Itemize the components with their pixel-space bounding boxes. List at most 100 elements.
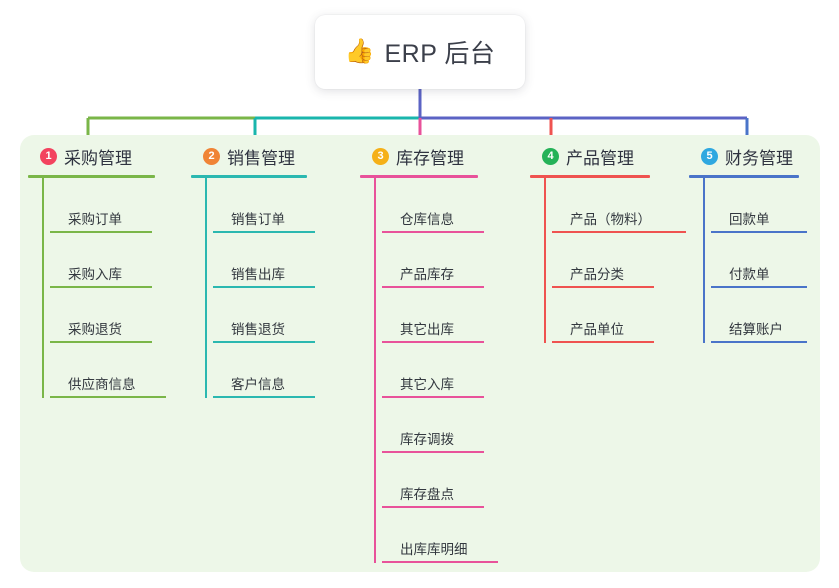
branch-item-list: 产品（物料） 产品分类产品单位 <box>542 178 686 343</box>
branch-item-label: 付款单 <box>729 267 770 282</box>
branch-item[interactable]: 产品分类 <box>550 233 685 288</box>
branch-header-5[interactable]: 5 财务管理 <box>701 135 820 171</box>
branch-item[interactable]: 付款单 <box>709 233 820 288</box>
branch-item[interactable]: 产品（物料） <box>550 178 686 233</box>
branch-item-underline <box>711 341 807 343</box>
branch-item[interactable]: 其它入库 <box>380 343 522 398</box>
branch-spine <box>205 178 207 398</box>
branch-item-underline <box>711 231 807 233</box>
branch-item-label: 其它入库 <box>400 377 454 392</box>
branch-item[interactable]: 供应商信息 <box>48 343 188 398</box>
branch-columns: 1 采购管理采购订单采购入库采购退货供应商信息 2 销售管理销售订单销售出库销售退货客… <box>20 135 820 572</box>
branch-item-underline <box>382 231 484 233</box>
branch-title: 采购管理 <box>64 148 132 168</box>
branch-accent-rule <box>689 175 799 178</box>
branch-number-badge: 3 <box>372 147 389 165</box>
branch-item-list: 回款单付款单结算账户 <box>701 178 820 343</box>
branch-item[interactable]: 采购订单 <box>48 178 188 233</box>
branch-item-underline <box>213 341 315 343</box>
branch-item-label: 产品库存 <box>400 267 454 282</box>
branch-item-underline <box>50 341 152 343</box>
branch-title: 财务管理 <box>725 148 793 168</box>
branch-item[interactable]: 结算账户 <box>709 288 820 343</box>
branch-item[interactable]: 销售出库 <box>211 233 354 288</box>
branch-item-underline <box>382 561 498 563</box>
branch-item[interactable]: 回款单 <box>709 178 820 233</box>
branch-item[interactable]: 采购入库 <box>48 233 188 288</box>
branch-item-label: 库存盘点 <box>400 487 454 502</box>
branch-number-badge: 1 <box>40 147 57 165</box>
branch-item-underline <box>50 396 166 398</box>
branch-item-underline <box>382 286 484 288</box>
thumbs-up-icon: 👍 <box>344 38 375 65</box>
branch-item-label: 供应商信息 <box>68 377 136 392</box>
branch-header-3[interactable]: 3 库存管理 <box>372 135 522 171</box>
branch-item-underline <box>711 286 807 288</box>
branch-item-underline <box>213 396 315 398</box>
branch-item[interactable]: 库存调拨 <box>380 398 522 453</box>
branch-item-label: 回款单 <box>729 212 770 227</box>
branch-accent-rule <box>530 175 650 178</box>
branch-item[interactable]: 销售退货 <box>211 288 354 343</box>
branch-column-4: 4 产品管理产品（物料） 产品分类产品单位 <box>522 135 686 343</box>
branch-spine <box>703 178 705 343</box>
branch-spine <box>42 178 44 398</box>
branch-item-label: 销售订单 <box>231 212 285 227</box>
branches-panel <box>20 135 820 572</box>
branch-item[interactable]: 其它出库 <box>380 288 522 343</box>
root-title: ERP 后台 <box>384 40 496 68</box>
branch-title: 产品管理 <box>566 148 634 168</box>
branch-column-3: 3 库存管理仓库信息产品库存其它出库其它入库库存调拨库存盘点出库库明细 <box>354 135 522 563</box>
branch-item-underline <box>50 231 152 233</box>
branch-item[interactable]: 客户信息 <box>211 343 354 398</box>
branch-item-label: 产品单位 <box>570 322 624 337</box>
branch-header-4[interactable]: 4 产品管理 <box>542 135 685 171</box>
branch-item[interactable]: 产品库存 <box>380 233 522 288</box>
branch-accent-rule <box>360 175 478 178</box>
branch-title: 销售管理 <box>227 148 295 168</box>
branch-item-label: 库存调拨 <box>400 432 454 447</box>
branch-number-badge: 5 <box>701 147 718 165</box>
branch-item-underline <box>552 341 654 343</box>
branch-number-badge: 2 <box>203 147 220 165</box>
branch-item-underline <box>382 506 484 508</box>
branch-item-label: 结算账户 <box>729 322 783 337</box>
branch-item-label: 产品（物料） <box>570 212 651 227</box>
branch-item-list: 采购订单采购入库采购退货供应商信息 <box>40 178 188 398</box>
branch-item-label: 采购入库 <box>68 267 122 282</box>
branch-spine <box>544 178 546 343</box>
branch-item-underline <box>213 231 315 233</box>
branch-item-label: 采购订单 <box>68 212 122 227</box>
branch-item-label: 采购退货 <box>68 322 122 337</box>
branch-item-underline <box>552 286 654 288</box>
branch-column-2: 2 销售管理销售订单销售出库销售退货客户信息 <box>188 135 354 398</box>
branch-title: 库存管理 <box>396 148 464 168</box>
branch-item-underline <box>382 341 484 343</box>
branch-item-label: 出库库明细 <box>400 542 468 557</box>
branch-item-list: 销售订单销售出库销售退货客户信息 <box>203 178 354 398</box>
branch-accent-rule <box>28 175 155 178</box>
branch-item-list: 仓库信息产品库存其它出库其它入库库存调拨库存盘点出库库明细 <box>372 178 522 563</box>
branch-column-1: 1 采购管理采购订单采购入库采购退货供应商信息 <box>20 135 188 398</box>
branch-item[interactable]: 销售订单 <box>211 178 354 233</box>
branch-item[interactable]: 出库库明细 <box>380 508 522 563</box>
branch-spine <box>374 178 376 563</box>
branch-number-badge: 4 <box>542 147 559 165</box>
branch-accent-rule <box>191 175 307 178</box>
branch-item-underline <box>382 451 484 453</box>
branch-item-underline <box>382 396 484 398</box>
branch-item[interactable]: 库存盘点 <box>380 453 522 508</box>
branch-item[interactable]: 产品单位 <box>550 288 685 343</box>
branch-header-2[interactable]: 2 销售管理 <box>203 135 354 171</box>
branch-column-5: 5 财务管理回款单付款单结算账户 <box>685 135 820 343</box>
branch-header-1[interactable]: 1 采购管理 <box>40 135 188 171</box>
branch-item-label: 销售出库 <box>231 267 285 282</box>
branch-item-label: 客户信息 <box>231 377 285 392</box>
branch-item[interactable]: 采购退货 <box>48 288 188 343</box>
branch-item[interactable]: 仓库信息 <box>380 178 522 233</box>
branch-item-underline <box>50 286 152 288</box>
root-node[interactable]: 👍 ERP 后台 <box>315 15 525 89</box>
branch-item-label: 销售退货 <box>231 322 285 337</box>
branch-item-label: 仓库信息 <box>400 212 454 227</box>
